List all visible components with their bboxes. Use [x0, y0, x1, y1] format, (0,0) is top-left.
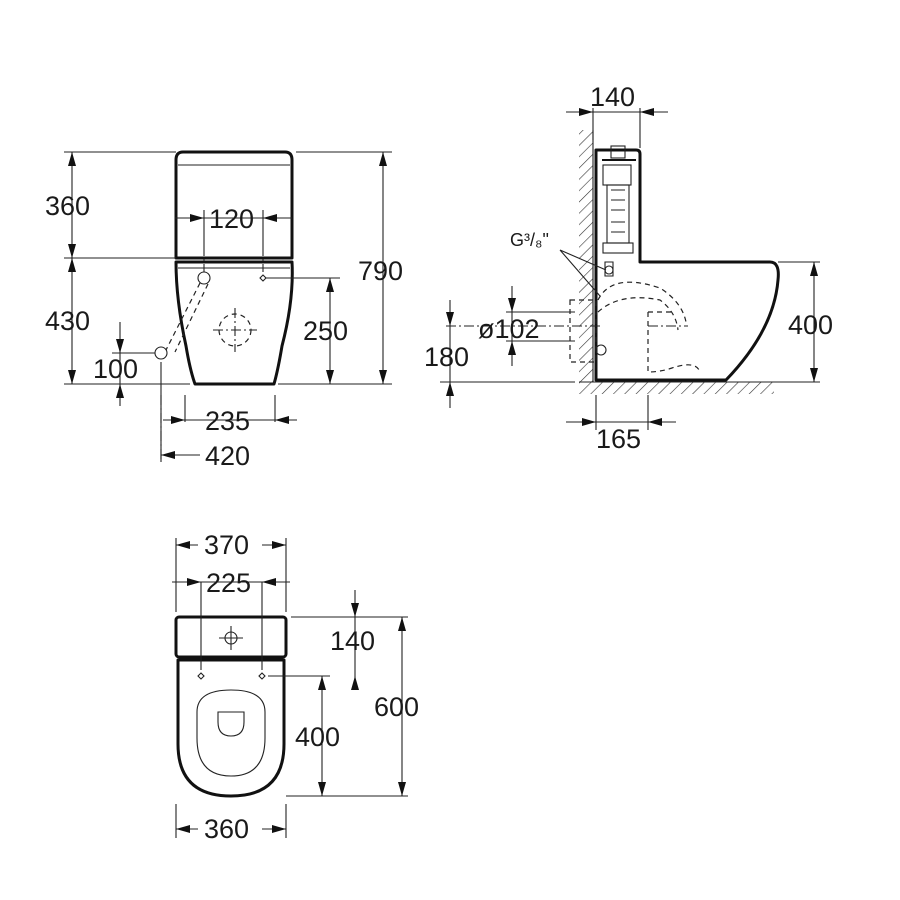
top-dim-bowl-length: 400	[295, 722, 340, 752]
side-dim-pan-height: 400	[788, 310, 833, 340]
front-fixing-hole-right	[259, 274, 267, 282]
side-dim-outlet-height: 180	[424, 342, 469, 372]
top-extension-lines	[175, 538, 408, 838]
top-fixing-hole-right	[258, 672, 266, 680]
front-view: 360 430 790 120 250 100 235 420	[45, 150, 403, 471]
top-tank-outline	[174, 615, 288, 659]
side-wall-hatch	[579, 130, 593, 382]
side-outlet-hole	[595, 344, 607, 356]
front-pan-outline	[174, 260, 294, 386]
front-dim-inlet-offset: 420	[205, 441, 250, 471]
front-extension-lines	[64, 151, 392, 462]
front-fixing-hole-left	[197, 271, 211, 285]
front-dim-hole-height: 250	[303, 316, 348, 346]
front-dim-tank-height: 360	[45, 191, 90, 221]
side-dim-thread: G³/₈"	[510, 230, 549, 250]
front-inlet-pipe	[165, 282, 209, 353]
front-dim-base-width: 235	[205, 406, 250, 436]
front-tank-outline	[174, 150, 294, 260]
top-seat-inner	[196, 689, 266, 777]
side-dim-outlet-diameter: ø102	[478, 314, 540, 344]
top-dim-total-length: 600	[374, 692, 419, 722]
top-bowl-outline	[176, 658, 286, 798]
side-body-outline	[594, 148, 780, 382]
side-trap-dashed	[597, 281, 701, 373]
side-supply-fitting	[604, 265, 614, 275]
top-view: 370 225 140 400 600 360	[172, 528, 419, 844]
top-dim-hole-from-wall: 140	[330, 626, 375, 656]
top-dim-tank-width: 370	[204, 530, 249, 560]
front-inlet-hole	[154, 346, 168, 360]
front-outlet-cross	[213, 308, 257, 352]
front-dim-hole-spacing: 120	[209, 204, 254, 234]
front-dim-inlet-height: 100	[93, 354, 138, 384]
side-view: 140 G³/₈" ø102 180 400 165	[424, 82, 833, 454]
top-dim-bowl-width: 360	[204, 814, 249, 844]
side-floor-hatch	[579, 382, 774, 394]
side-extension-lines	[440, 108, 820, 430]
front-dim-total-height: 790	[358, 256, 403, 286]
side-dim-outlet-from-wall: 165	[596, 424, 641, 454]
front-dim-pan-height: 430	[45, 306, 90, 336]
side-dim-wall-gap: 140	[590, 82, 635, 112]
front-center-lines	[160, 246, 264, 462]
side-flush-mechanism	[602, 145, 636, 254]
side-outlet-dashed	[569, 299, 672, 363]
top-drain-shape	[217, 711, 245, 737]
top-fixing-hole-left	[197, 672, 205, 680]
top-dim-hole-spacing: 225	[206, 568, 251, 598]
